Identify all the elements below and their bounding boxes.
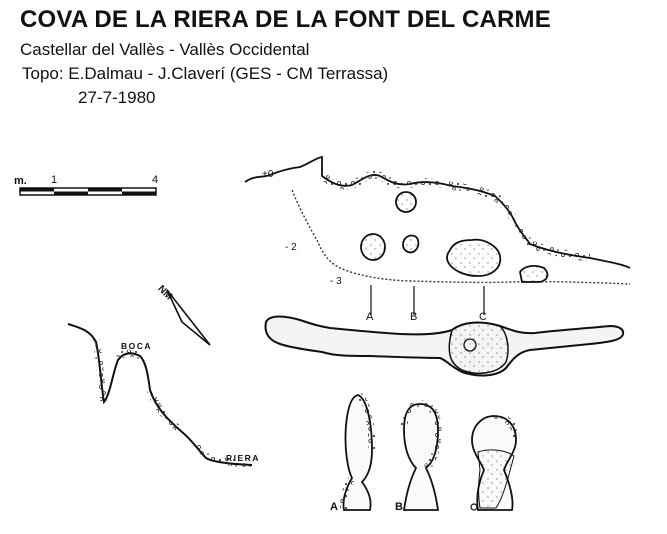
depth-label-0: +0 — [262, 169, 274, 180]
section-label-B: B — [395, 501, 403, 513]
riera-label: RIERA — [226, 453, 260, 463]
scale-tick-4: 4 — [152, 174, 158, 186]
authors-line: Topo: E.Dalmau - J.Claverí (GES - CM Ter… — [22, 64, 389, 83]
north-arrow: NM — [155, 284, 211, 346]
cross-section-C — [470, 412, 520, 511]
depth-label-3: - 3 — [330, 276, 342, 287]
cross-section-A: A — [330, 391, 376, 513]
scale-bar: m. 1 4 — [14, 174, 158, 196]
plan-section-A: A — [366, 311, 374, 323]
section-label-A: A — [330, 501, 338, 513]
plan-section-B: B — [410, 311, 417, 323]
boca-label: BOCA — [121, 341, 152, 351]
cave-longitudinal-section: +0 - 2 - 3 — [244, 155, 631, 315]
plan-section-C: C — [479, 311, 487, 323]
survey-date: 27-7-1980 — [78, 88, 156, 107]
scale-tick-1: 1 — [51, 174, 57, 186]
location-line: Castellar del Vallès - Vallès Occidental — [20, 40, 310, 59]
cave-plan-view: A B C — [264, 311, 625, 377]
entrance-profile: BOCA RIERA — [67, 323, 260, 469]
scale-unit-label: m. — [14, 175, 27, 187]
depth-label-2: - 2 — [285, 242, 297, 253]
cross-section-B: B — [395, 400, 442, 513]
survey-title: COVA DE LA RIERA DE LA FONT DEL CARME — [20, 6, 551, 33]
